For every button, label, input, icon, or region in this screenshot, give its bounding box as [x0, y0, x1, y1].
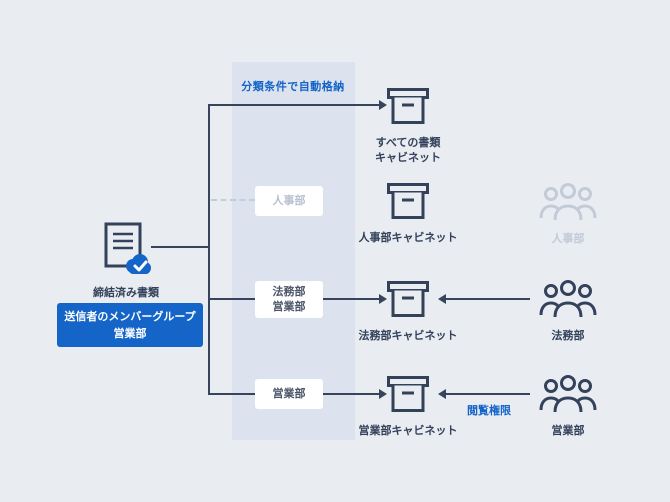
- group-label: 法務部: [551, 329, 585, 342]
- arrowhead-row4-icon: [379, 389, 387, 399]
- sender-group-box: 送信者のメンバーグループ 営業部: [57, 303, 203, 347]
- condition-label-line1: 法務部: [272, 284, 306, 298]
- cabinet-icon: [387, 376, 429, 412]
- cabinet-all-documents: すべての書類 キャビネット: [353, 86, 463, 166]
- condition-box-eigyo: 営業部: [255, 379, 323, 409]
- condition-box-jinji: 人事部: [255, 186, 323, 216]
- connector-row3-right: [323, 298, 379, 300]
- connector-row1: [208, 104, 379, 106]
- connector-trunk: [208, 104, 210, 395]
- cabinet-icon: [387, 183, 429, 219]
- permission-label: 閲覧権限: [467, 404, 511, 417]
- condition-box-houmu-eigyo: 法務部 営業部: [255, 281, 323, 318]
- group-label: 営業部: [551, 424, 585, 437]
- connector-group4: [446, 393, 530, 395]
- group-jinji: 人事部: [513, 182, 623, 246]
- arrowhead-group3-icon: [438, 294, 446, 304]
- panel-title: 分類条件で自動格納: [241, 80, 345, 93]
- cabinet-label: 営業部キャビネット: [358, 424, 458, 437]
- classification-panel: [232, 62, 355, 440]
- cabinet-icon: [387, 88, 429, 124]
- document-cloud-icon: [104, 222, 151, 274]
- condition-label: 人事部: [272, 193, 306, 207]
- group-eigyo: 営業部: [513, 374, 623, 438]
- arrowhead-row3-icon: [379, 294, 387, 304]
- connector-doc-to-trunk: [151, 246, 209, 248]
- people-group-icon: [539, 280, 597, 318]
- cabinet-jinji: 人事部キャビネット: [353, 181, 463, 245]
- connector-row3-left: [208, 298, 255, 300]
- sender-group-line1: 送信者のメンバーグループ: [64, 309, 196, 323]
- source-document: 締結済み書類: [76, 222, 176, 300]
- connector-row4-left: [208, 393, 255, 395]
- condition-label: 営業部: [272, 386, 306, 400]
- connector-row4-right: [323, 393, 379, 395]
- people-group-icon: [539, 375, 597, 413]
- arrowhead-group4-icon: [438, 389, 446, 399]
- cabinet-houmu: 法務部キャビネット: [353, 279, 463, 343]
- cabinet-label: すべての書類 キャビネット: [375, 136, 441, 165]
- cabinet-eigyo: 営業部キャビネット: [353, 374, 463, 438]
- arrowhead-row1-icon: [379, 100, 387, 110]
- people-group-icon: [539, 183, 597, 221]
- cabinet-icon: [387, 281, 429, 317]
- cabinet-label: 法務部キャビネット: [358, 329, 458, 342]
- condition-label-line2: 営業部: [272, 299, 306, 313]
- source-document-label: 締結済み書類: [93, 286, 159, 299]
- connector-group3: [446, 298, 530, 300]
- group-houmu: 法務部: [513, 279, 623, 343]
- connector-row2-dashed: [211, 199, 255, 201]
- cabinet-label: 人事部キャビネット: [358, 231, 458, 244]
- sender-group-line2: 営業部: [113, 327, 147, 340]
- group-label: 人事部: [551, 232, 585, 245]
